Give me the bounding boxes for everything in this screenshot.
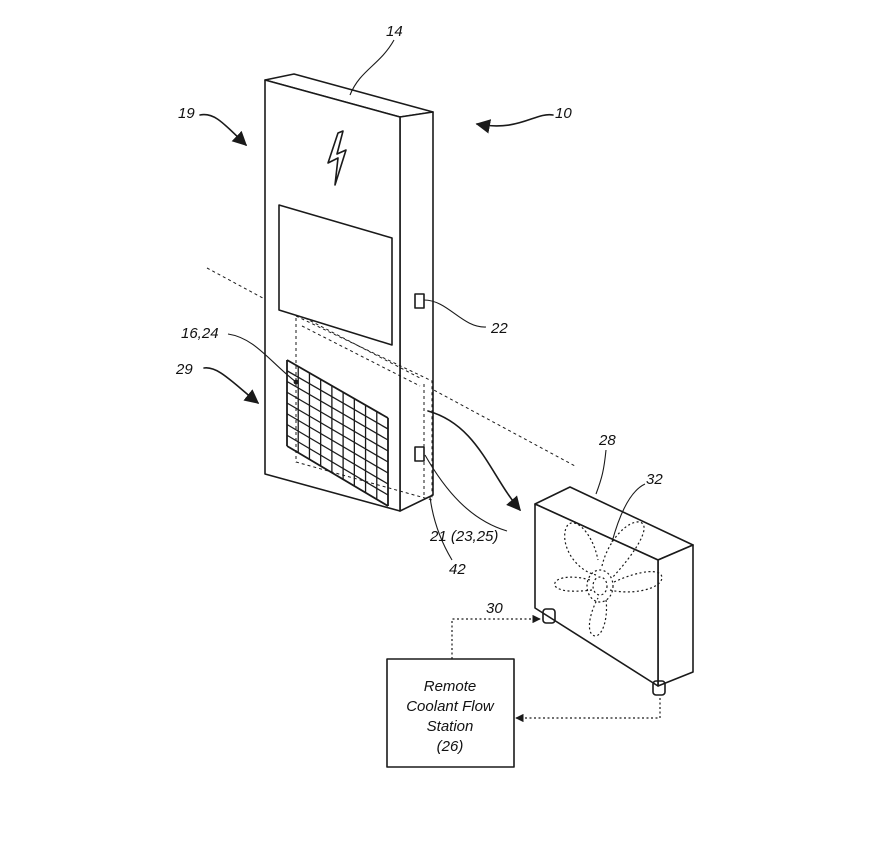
fan-unit [534, 486, 694, 696]
coolant-transfer-arrow [427, 410, 521, 512]
label-10: 10 [555, 105, 572, 122]
station-box-line1: Remote [424, 678, 477, 695]
label-19: 19 [178, 105, 195, 122]
leader-16-24 [227, 333, 297, 383]
arrow-19 [199, 113, 248, 146]
station-box-line3: Station [427, 718, 474, 735]
station-box-line2: Coolant Flow [406, 698, 495, 715]
grid-line [286, 402, 389, 463]
label-14: 14 [386, 23, 403, 40]
arrow-29 [203, 367, 260, 404]
leader-42 [429, 496, 453, 561]
label-42: 42 [449, 561, 466, 578]
grid-line [286, 380, 389, 441]
remote-coolant-flow-station-box [386, 658, 515, 768]
arrow-10 [475, 113, 554, 134]
port-22 [414, 293, 425, 309]
grid-line [286, 413, 389, 474]
leader-16-24-dot [293, 379, 299, 385]
label-16-24: 16,24 [181, 325, 219, 342]
station-side-face [399, 111, 434, 512]
fan-leg-left [542, 608, 556, 624]
label-29: 29 [175, 361, 193, 378]
label-30: 30 [486, 600, 503, 617]
leader-28 [595, 449, 607, 495]
heat-exchanger-grid [286, 359, 389, 507]
fan-leg-right [652, 680, 666, 696]
label-22: 22 [490, 320, 508, 337]
label-32: 32 [646, 471, 663, 488]
lightning-bolt-icon [327, 130, 347, 186]
grid-line [286, 423, 389, 485]
coolant-supply-line [451, 614, 541, 659]
grid-line [286, 391, 389, 452]
label-21: 21 (23,25) [429, 528, 498, 545]
grid-line [286, 359, 389, 419]
grid-line [286, 370, 389, 430]
leader-21 [424, 454, 508, 532]
section-line [206, 267, 576, 467]
fan-icon [554, 521, 663, 637]
grid-line [286, 445, 389, 507]
leader-14 [349, 39, 395, 96]
display-screen [278, 204, 393, 346]
charging-station [264, 73, 434, 512]
port-21 [414, 446, 425, 462]
leader-22 [423, 299, 487, 328]
label-28: 28 [598, 432, 616, 449]
coolant-return-line [515, 698, 661, 723]
grid-line [286, 434, 389, 496]
leader-32 [611, 483, 646, 543]
fan-side-face [657, 544, 694, 687]
fan-front-face [534, 503, 659, 687]
station-box-line4: (26) [437, 738, 464, 755]
